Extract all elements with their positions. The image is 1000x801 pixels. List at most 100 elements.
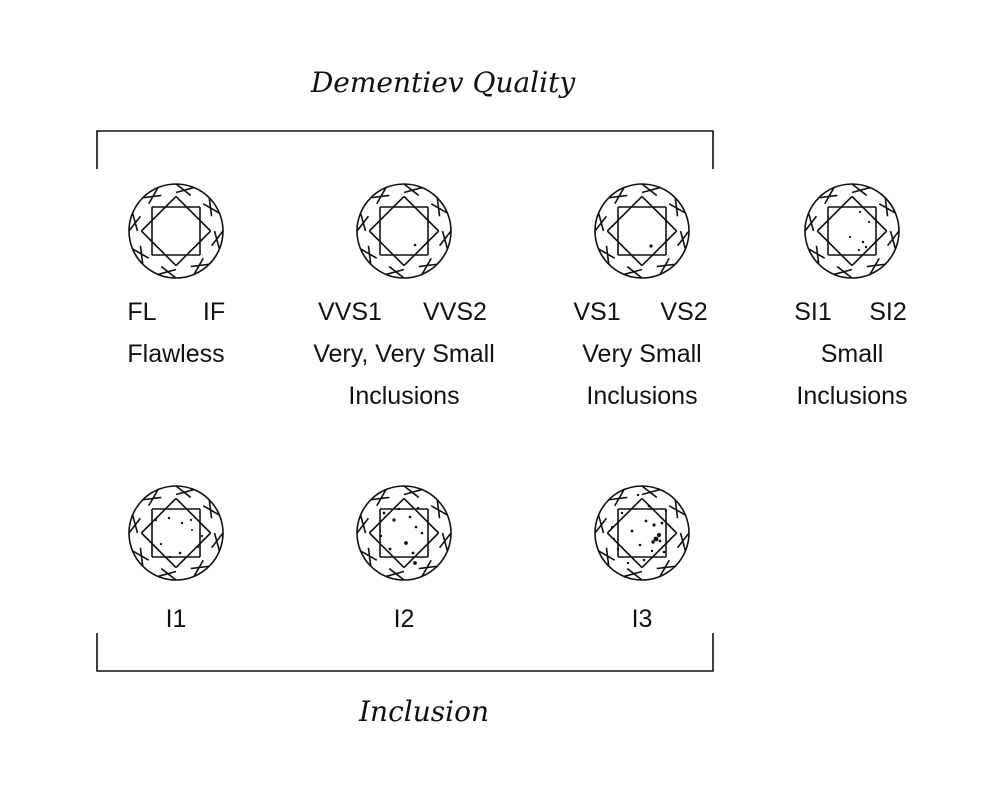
inclusion-dot: [616, 547, 620, 551]
table-line: [368, 195, 405, 232]
table-line: [641, 195, 678, 232]
facet-line: [869, 257, 880, 275]
inclusion-dot: [861, 240, 865, 244]
facet-line: [131, 514, 139, 534]
inclusion-dot: [416, 506, 420, 510]
inclusion-dot: [404, 541, 408, 545]
facet-line: [878, 203, 896, 214]
facet-line: [148, 489, 159, 507]
facet-line: [659, 559, 670, 577]
facet-line: [441, 230, 449, 250]
facet-line: [403, 186, 423, 194]
facet-line: [441, 532, 449, 552]
facet-line: [824, 187, 835, 205]
table-line: [175, 195, 212, 232]
facet-line: [598, 248, 616, 259]
table-line: [175, 230, 212, 267]
grade-description: Flawless: [127, 340, 224, 368]
facet-line: [597, 212, 605, 232]
grade-description: Inclusions: [348, 382, 459, 410]
diamond-i1: [128, 485, 224, 581]
grade-description: Inclusions: [586, 382, 697, 410]
inclusion-dot: [408, 515, 412, 519]
inclusion-dot: [638, 543, 642, 547]
facet-line: [403, 488, 423, 496]
table-line: [140, 230, 177, 267]
inclusion-dot: [612, 537, 616, 541]
facet-line: [623, 268, 643, 276]
grade-vvs: VVS1 VVS2 Very, Very Small Inclusions: [313, 298, 495, 410]
table-line: [606, 195, 643, 232]
inclusion-dot: [649, 244, 653, 248]
grade-i2: I2: [394, 605, 415, 633]
facet-line: [359, 212, 367, 232]
table-line: [403, 532, 440, 569]
diamond-i3: [594, 485, 690, 581]
table-line: [816, 195, 853, 232]
facet-line: [157, 268, 177, 276]
facet-line: [623, 570, 643, 578]
inclusion-dot: [857, 248, 861, 252]
facet-line: [421, 257, 432, 275]
facet-line: [131, 212, 139, 232]
inclusion-dot: [858, 210, 862, 214]
inclusion-dot: [392, 518, 396, 522]
table-line: [175, 532, 212, 569]
inclusion-dot: [168, 555, 172, 559]
facet-line: [597, 514, 605, 534]
inclusion-dot: [647, 504, 651, 508]
facet-line: [641, 186, 661, 194]
grade-description: Small: [821, 340, 884, 368]
diamond-vvs: [356, 183, 452, 279]
inclusion-dot: [154, 518, 158, 522]
facet-line: [668, 505, 686, 516]
inclusion-dot: [189, 518, 193, 522]
facet-line: [385, 570, 405, 578]
facet-line: [202, 203, 220, 214]
inclusion-dot: [664, 509, 668, 513]
table-line: [641, 230, 678, 267]
table-line: [641, 497, 678, 534]
bottom-bracket: [96, 633, 714, 672]
table-line: [606, 497, 643, 534]
table-line: [851, 195, 888, 232]
top-title: Dementiev Quality: [310, 66, 577, 99]
table-line: [175, 497, 212, 534]
facet-line: [851, 186, 871, 194]
inclusion-dot: [610, 525, 614, 529]
facet-line: [148, 187, 159, 205]
inclusion-dot: [413, 243, 417, 247]
inclusion-dot: [159, 542, 163, 546]
grade-code: SI1: [794, 298, 832, 326]
inclusion-dot: [867, 220, 871, 224]
table-line: [403, 230, 440, 267]
table-line: [606, 532, 643, 569]
table-line: [368, 230, 405, 267]
grade-code: VS1: [573, 298, 620, 326]
diamond-fl-if: [128, 183, 224, 279]
facet-line: [659, 257, 670, 275]
bottom-title: Inclusion: [358, 695, 489, 728]
grade-code: SI2: [869, 298, 907, 326]
facet-line: [376, 187, 387, 205]
diamond-i2: [356, 485, 452, 581]
inclusion-dot: [388, 547, 392, 551]
table-line: [140, 195, 177, 232]
top-bracket: [96, 130, 714, 169]
inclusion-dot: [658, 539, 662, 543]
inclusion-dot: [196, 545, 200, 549]
inclusion-dot: [642, 558, 646, 562]
table-line: [403, 497, 440, 534]
inclusion-dot: [652, 523, 656, 527]
inclusion-dot: [167, 516, 171, 520]
facet-line: [175, 488, 195, 496]
inclusion-dot: [379, 534, 383, 538]
inclusion-dot: [414, 525, 418, 529]
table-line: [851, 230, 888, 267]
facet-line: [193, 257, 204, 275]
inclusion-dot: [420, 531, 424, 535]
inclusion-dot: [864, 245, 868, 249]
inclusion-dot: [653, 536, 659, 542]
table-line: [140, 497, 177, 534]
